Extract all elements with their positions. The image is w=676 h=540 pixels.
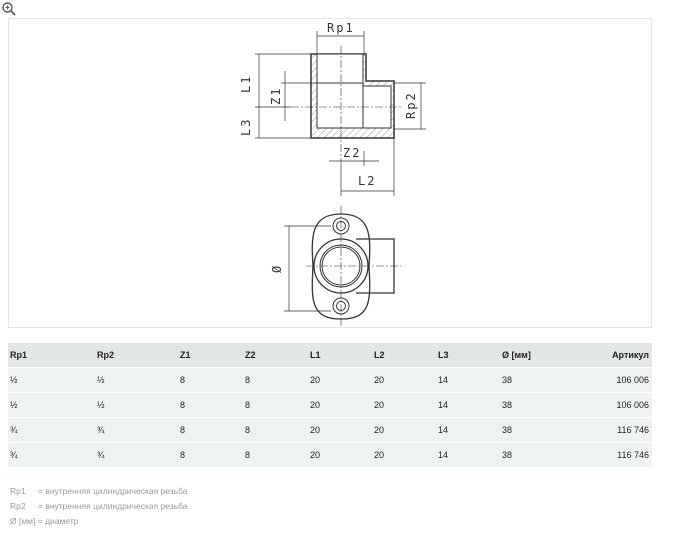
table-cell: 20	[308, 367, 372, 393]
col-diameter: Ø [мм]	[500, 343, 570, 368]
table-cell: 38	[500, 392, 570, 418]
legend-item: Rp2 = внутренняя цилиндрическая резьба	[10, 499, 188, 514]
legend-text: = внутренняя цилиндрическая резьба	[38, 501, 188, 511]
zoom-in-icon[interactable]	[1, 1, 17, 17]
label-diameter: Ø	[270, 265, 284, 273]
label-l1: L1	[239, 75, 253, 93]
table-cell: 14	[436, 442, 500, 467]
legend-key: Ø [мм]	[10, 516, 36, 526]
col-article: Артикул	[570, 343, 652, 368]
table-cell: 8	[243, 417, 308, 443]
table-cell: ½	[95, 367, 178, 393]
legend-key: Rp1	[10, 486, 26, 496]
legend-item: Ø [мм] = диаметр	[10, 514, 188, 529]
table-cell: 20	[372, 417, 436, 443]
table-cell: 38	[500, 417, 570, 443]
legend-text: = внутренняя цилиндрическая резьба	[38, 486, 188, 496]
table-cell: 20	[308, 392, 372, 418]
table-cell: 8	[243, 367, 308, 393]
table-cell: ¾	[95, 417, 178, 443]
table-cell: ½	[8, 392, 95, 418]
table-cell: ½	[8, 367, 95, 393]
label-z1: Z1	[269, 87, 283, 105]
table-cell: 116 746	[570, 417, 652, 443]
table-cell: 38	[500, 442, 570, 467]
col-l2: L2	[372, 343, 436, 368]
table-cell: 14	[436, 392, 500, 418]
label-l2: L2	[358, 174, 376, 188]
col-z2: Z2	[243, 343, 308, 368]
table-cell: ½	[95, 392, 178, 418]
table-cell: 20	[308, 417, 372, 443]
table-cell: 20	[372, 367, 436, 393]
dimension-labels: Rp1 Z2 L2 L1 L3 Z1 Rp2 Ø	[239, 21, 418, 273]
label-rp1: Rp1	[327, 21, 355, 35]
table-cell: ¾	[95, 442, 178, 467]
table-cell: 8	[243, 442, 308, 467]
fitting-drawing: Rp1 Z2 L2 L1 L3 Z1 Rp2 Ø	[239, 21, 426, 326]
table-cell: 116 746	[570, 442, 652, 467]
table-cell: 106 006	[570, 392, 652, 418]
technical-drawing: Rp1 Z2 L2 L1 L3 Z1 Rp2 Ø	[2, 2, 652, 328]
col-l1: L1	[308, 343, 372, 368]
col-z1: Z1	[178, 343, 243, 368]
table-header: Rp1 Rp2 Z1 Z2 L1 L2 L3 Ø [мм] Артикул	[8, 343, 652, 368]
table-cell: 8	[243, 392, 308, 418]
table-cell: 20	[308, 442, 372, 467]
table-cell: 14	[436, 417, 500, 443]
table-cell: 8	[178, 442, 243, 467]
legend-item: Rp1 = внутренняя цилиндрическая резьба	[10, 484, 188, 499]
col-l3: L3	[436, 343, 500, 368]
col-rp2: Rp2	[95, 343, 178, 368]
table-cell: 20	[372, 442, 436, 467]
col-rp1: Rp1	[8, 343, 95, 368]
table-cell: ¾	[8, 442, 95, 467]
table-cell: 20	[372, 392, 436, 418]
legend: Rp1 = внутренняя цилиндрическая резьба Rp…	[10, 484, 188, 529]
legend-text: = диаметр	[37, 516, 79, 526]
table-cell: 38	[500, 367, 570, 393]
label-z2: Z2	[343, 146, 361, 160]
legend-key: Rp2	[10, 501, 26, 511]
label-l3: L3	[239, 118, 253, 136]
table-cell: 8	[178, 392, 243, 418]
table-cell: 8	[178, 367, 243, 393]
table-cell: 106 006	[570, 367, 652, 393]
label-rp2: Rp2	[404, 91, 418, 119]
table-cell: ¾	[8, 417, 95, 443]
table-cell: 14	[436, 367, 500, 393]
table-cell: 8	[178, 417, 243, 443]
